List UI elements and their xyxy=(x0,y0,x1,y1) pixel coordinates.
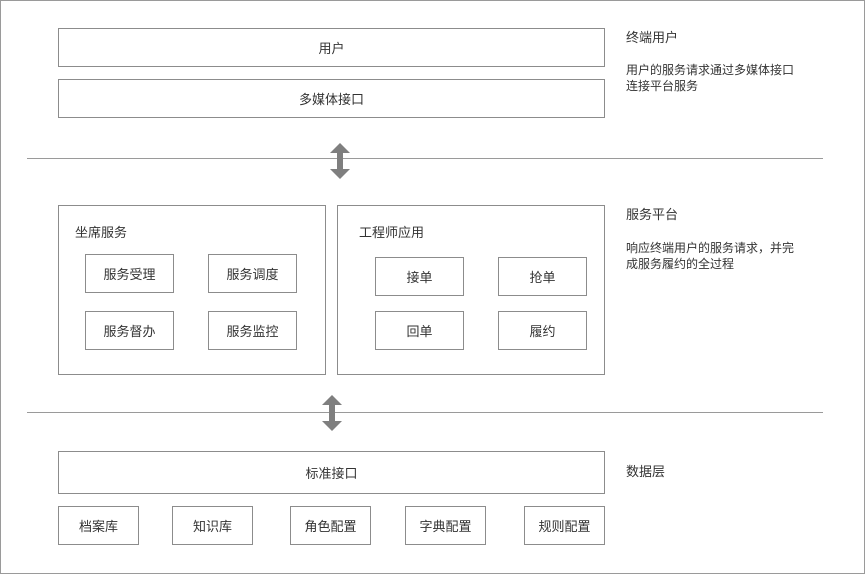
platform-layer-desc-1: 响应终端用户的服务请求，并完 xyxy=(626,241,795,255)
engineer-item-receive: 接单 xyxy=(375,257,464,296)
multimedia-interface-box: 多媒体接口 xyxy=(58,79,605,118)
seat-item-accept: 服务受理 xyxy=(85,254,174,293)
seat-item-monitor: 服务监控 xyxy=(208,311,297,350)
data-item-archive: 档案库 xyxy=(58,506,139,545)
user-box: 用户 xyxy=(58,28,605,67)
engineer-item-fulfill: 履约 xyxy=(498,311,587,350)
seat-item-dispatch: 服务调度 xyxy=(208,254,297,293)
platform-layer-desc-2: 成服务履约的全过程 xyxy=(626,257,735,271)
engineer-app-title: 工程师应用 xyxy=(359,226,425,241)
data-item-role-config: 角色配置 xyxy=(290,506,371,545)
user-layer-desc-1: 用户的服务请求通过多媒体接口 xyxy=(626,63,795,77)
standard-interface-box: 标准接口 xyxy=(58,451,605,494)
data-item-dict-config: 字典配置 xyxy=(405,506,486,545)
seat-service-panel: 坐席服务 服务受理 服务调度 服务督办 服务监控 xyxy=(58,205,326,375)
double-arrow-icon xyxy=(330,143,350,179)
seat-service-title: 坐席服务 xyxy=(75,226,128,241)
divider-bottom xyxy=(27,412,823,413)
engineer-item-return: 回单 xyxy=(375,311,464,350)
data-item-rule-config: 规则配置 xyxy=(524,506,605,545)
platform-layer-label: 服务平台 xyxy=(626,208,679,223)
user-layer-label: 终端用户 xyxy=(626,31,679,46)
divider-top xyxy=(27,158,823,159)
data-item-knowledge: 知识库 xyxy=(172,506,253,545)
user-layer-desc-2: 连接平台服务 xyxy=(626,79,699,93)
engineer-app-panel: 工程师应用 接单 抢单 回单 履约 xyxy=(337,205,605,375)
double-arrow-icon xyxy=(322,395,342,431)
seat-item-supervise: 服务督办 xyxy=(85,311,174,350)
data-layer-label: 数据层 xyxy=(626,465,666,480)
engineer-item-grab: 抢单 xyxy=(498,257,587,296)
